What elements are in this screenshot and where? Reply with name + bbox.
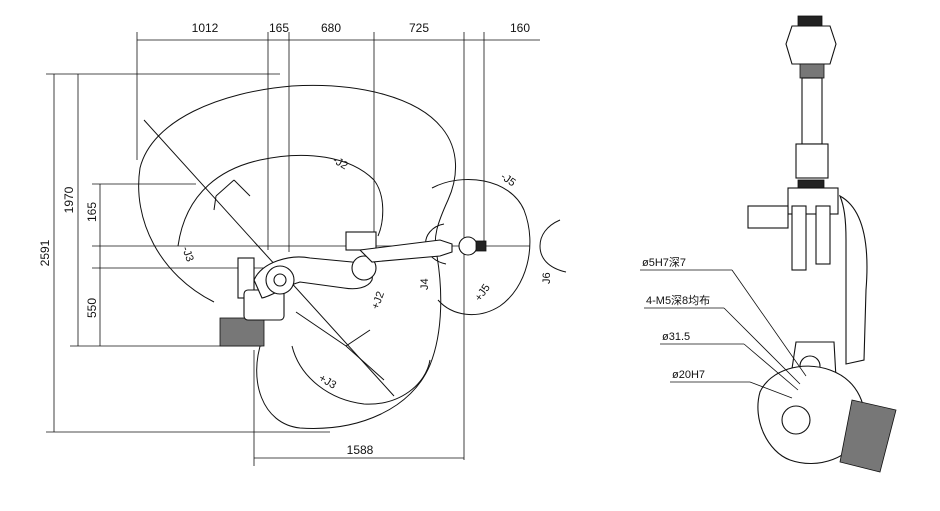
work-envelope-view: 1012 165 680 725 160 2591 1970 165 550 [38,21,567,466]
front-view: ø5H7深7 4-M5深8均布 ø31.5 ø20H7 [640,15,897,473]
label-j3-plus: +J3 [317,372,339,391]
j3-marker-1 [295,311,347,347]
inner-envelope-outline [177,154,384,247]
j2-marker-1 [215,179,235,197]
front-wrist-joint [799,63,825,79]
work-envelope-outline [138,84,457,429]
front-wrist [785,25,837,65]
j2-marker-2 [233,179,251,197]
robot-base-block [219,317,265,347]
callout-3: ø31.5 [662,331,690,343]
front-motor [747,205,789,229]
callout-1: ø5H7深7 [642,256,686,269]
label-j6: J6 [541,272,553,284]
leader-3 [743,343,799,391]
dim-top-3: 680 [321,21,341,35]
dim-left-2: 1970 [62,186,76,213]
j6-arc [539,219,567,273]
front-link-right [815,205,831,265]
dim-bottom: 1588 [347,443,374,457]
j5-arc [431,178,531,316]
front-forearm [801,77,823,145]
left-dimension-chain: 2591 1970 165 550 [38,73,530,433]
robot-flange [475,240,487,252]
callout-2: 4-M5深8均布 [646,294,710,307]
front-j4-flange [797,179,825,189]
front-j4-housing [795,143,829,179]
leader-4 [749,381,793,399]
j2-minus-limit-line [143,119,259,247]
robot-wrist [458,236,478,256]
robot-j3-axis [351,255,377,281]
callout-4: ø20H7 [672,369,705,381]
dim-left-1: 2591 [38,239,52,266]
front-counter-block [839,399,897,473]
front-link-left [791,205,807,271]
robot-j2-hub [273,273,287,287]
dim-top-2: 165 [269,21,289,35]
front-upper-arm-body [838,194,868,365]
robot-side-view [219,231,487,347]
j3-marker-3 [345,345,385,381]
label-j2-plus: +J2 [370,290,387,311]
dim-left-3: 165 [85,202,99,222]
front-j1-motor [781,405,811,435]
j2-marker-3 [213,195,217,211]
robot-j4-motor [345,231,377,251]
label-j4: J4 [419,278,431,290]
label-j2-minus: -J2 [331,154,350,172]
dim-left-4: 550 [85,298,99,318]
robot-upper-arm [358,239,453,263]
leader-1 [731,269,807,377]
lower-inner-envelope [291,345,431,405]
label-j3-minus: -J3 [179,245,196,263]
dim-top-1: 1012 [192,21,219,35]
dim-top-4: 725 [409,21,429,35]
label-j5-plus: +J5 [473,282,493,304]
leader-2 [723,307,801,385]
dim-top-5: 160 [510,21,530,35]
front-flange-top [797,15,823,27]
bottom-dimension: 1588 [253,350,464,466]
j3-marker-2 [345,329,371,347]
